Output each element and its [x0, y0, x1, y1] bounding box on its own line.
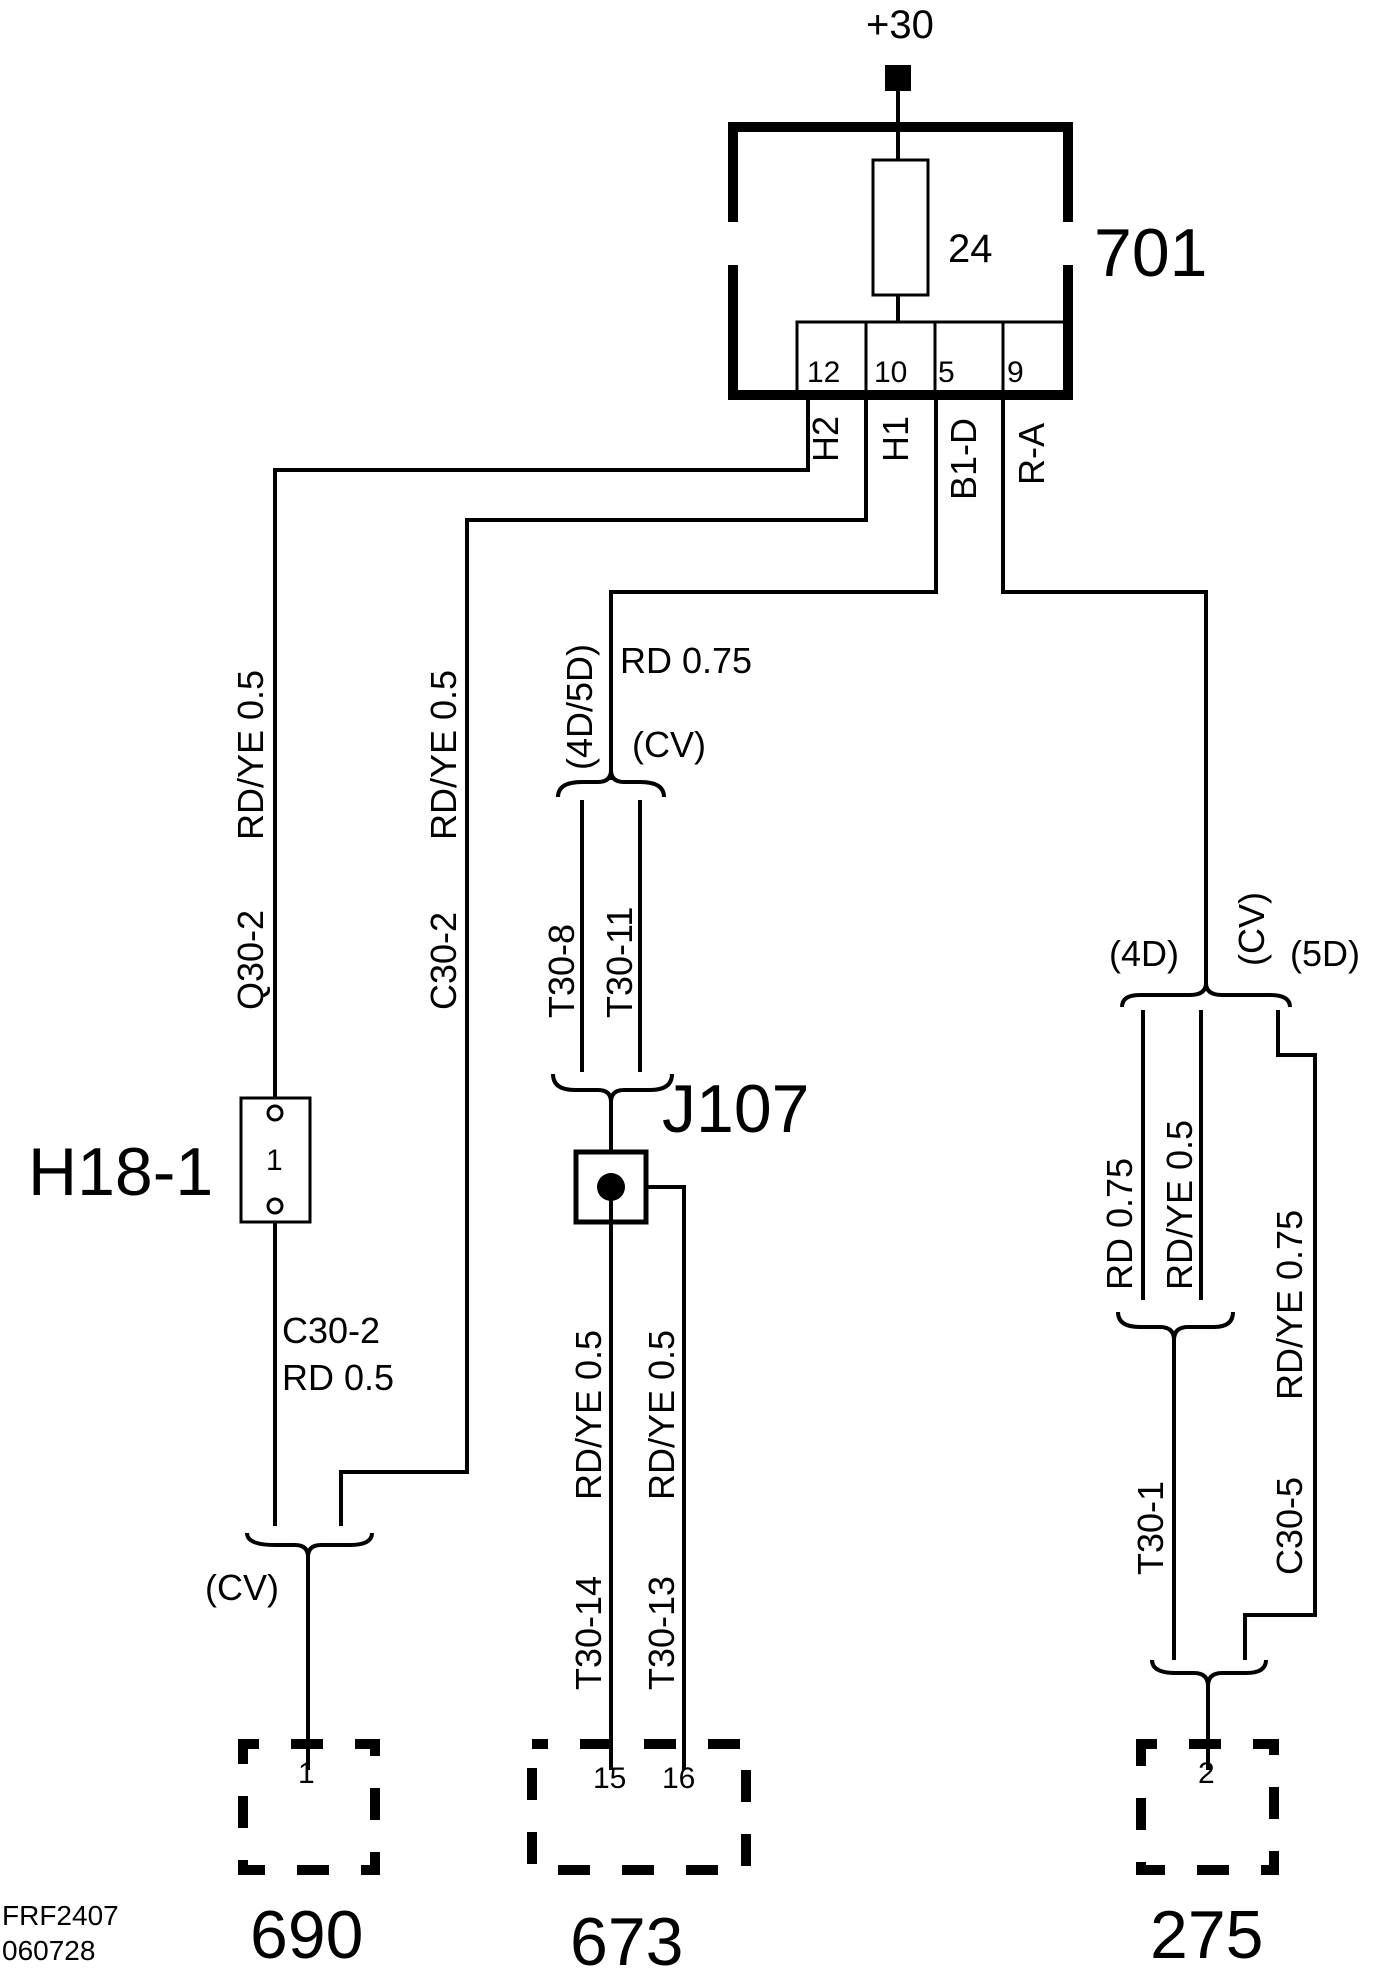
wire-name-t30-1: T30-1	[1130, 1481, 1171, 1575]
wire-name-c30-5: C30-5	[1269, 1477, 1310, 1575]
wire-spec-t30-14: RD/YE 0.5	[568, 1330, 609, 1500]
wire-q30-2	[273, 398, 810, 1098]
connector-id-h18-1: H18-1	[28, 1134, 213, 1210]
wire-spec-rd-0-75: RD 0.75	[1099, 1158, 1140, 1290]
splice-id-j107: J107	[662, 1071, 809, 1147]
footer-date: 060728	[2, 1935, 95, 1966]
variant-cv-lower: (CV)	[205, 1567, 279, 1608]
wire-spec-t30-13: RD/YE 0.5	[641, 1330, 682, 1500]
wire-name-t30-11: T30-11	[599, 907, 640, 1018]
pin-10: 10	[874, 356, 907, 389]
connector-pin-h18-1: 1	[266, 1144, 283, 1177]
wire-c30-2-upper	[339, 398, 868, 1526]
component-id-690: 690	[250, 1897, 363, 1973]
variant-cv-r-a: (CV)	[1231, 892, 1272, 966]
wire-spec-rd-ye-0-5: RD/YE 0.5	[1159, 1120, 1200, 1290]
pin-label-r-a: R-A	[1011, 423, 1052, 485]
pin-9: 9	[1007, 356, 1024, 389]
wire-name-q30-2: Q30-2	[230, 910, 271, 1010]
fuse-24	[871, 158, 930, 297]
wire-name-c30-2-lower: C30-2	[282, 1310, 380, 1351]
pin-673-16: 16	[662, 1762, 695, 1795]
wire-name-c30-2-upper: C30-2	[423, 912, 464, 1010]
pin-label-h2: H2	[805, 416, 846, 462]
pin-12: 12	[807, 356, 840, 389]
variant-cv-b1-d: (CV)	[632, 724, 706, 765]
pin-label-b1-d: B1-D	[943, 418, 984, 500]
wire-spec-rd-ye-0-75: RD/YE 0.75	[1269, 1210, 1310, 1400]
component-673	[527, 1739, 751, 1875]
wire-r-a	[1001, 398, 1208, 985]
wire-b1-d	[609, 398, 938, 780]
wire-spec-c30-2-upper: RD/YE 0.5	[423, 670, 464, 840]
pin-690-1: 1	[298, 1757, 315, 1790]
wire-spec-c30-2-lower: RD 0.5	[282, 1357, 394, 1398]
fuse-number: 24	[948, 227, 993, 271]
variant-4d: (4D)	[1109, 933, 1179, 974]
pin-label-h1: H1	[875, 416, 916, 462]
wire-name-t30-13: T30-13	[641, 1576, 682, 1690]
component-id-275: 275	[1150, 1897, 1263, 1973]
supply-terminal	[885, 65, 911, 91]
footer-code: FRF2407	[2, 1900, 119, 1931]
component-id-673: 673	[570, 1904, 683, 1978]
wire-name-t30-8: T30-8	[541, 924, 582, 1018]
fuse-box-id: 701	[1094, 215, 1207, 291]
fuse-box-701	[728, 122, 1073, 400]
pin-275-2: 2	[1198, 1757, 1215, 1790]
variant-5d: (5D)	[1290, 933, 1360, 974]
pin-673-15: 15	[593, 1762, 626, 1795]
wire-spec-b1-d: RD 0.75	[620, 640, 752, 681]
wire-name-t30-14: T30-14	[568, 1576, 609, 1690]
wire-spec-q30-2: RD/YE 0.5	[230, 670, 271, 840]
supply-label: +30	[866, 3, 934, 47]
variant-4d-5d: (4D/5D)	[559, 644, 600, 770]
pin-5: 5	[938, 356, 955, 389]
